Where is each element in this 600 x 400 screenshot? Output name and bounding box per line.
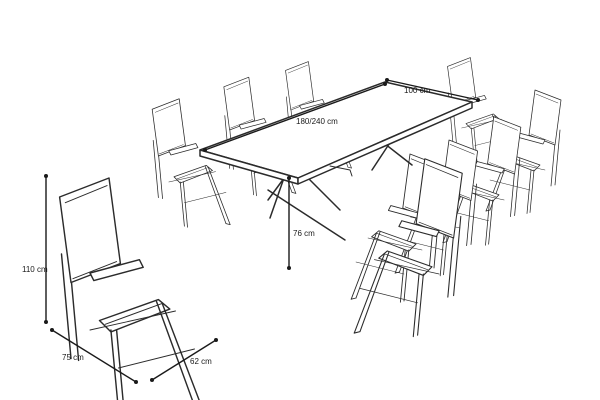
dim-table-length: 180/240 cm (203, 82, 387, 152)
dim-chair-height-label: 110 cm (22, 265, 48, 274)
extendable-table (199, 81, 473, 241)
dim-chair-width-label: 75 cm (62, 353, 84, 362)
chair-back-1 (151, 98, 231, 228)
dim-table-length-label: 180/240 cm (296, 117, 338, 126)
table-leg (269, 174, 286, 219)
dim-chair-height: 110 cm (22, 174, 48, 324)
dim-table-height-label: 76 cm (293, 229, 315, 238)
dim-table-width-label: 100 cm (404, 86, 431, 95)
dim-chair-depth-label: 62 cm (190, 357, 212, 366)
table-extension-seam (329, 165, 353, 177)
chair-front-left (58, 177, 203, 400)
table-leg (267, 189, 346, 241)
table-apron-side (297, 101, 473, 185)
dim-table-width: 100 cm (385, 78, 480, 102)
dim-chair-width: 75 cm (50, 328, 138, 384)
dim-table-height: 76 cm (287, 176, 315, 270)
dim-chair-depth: 62 cm (150, 338, 218, 382)
